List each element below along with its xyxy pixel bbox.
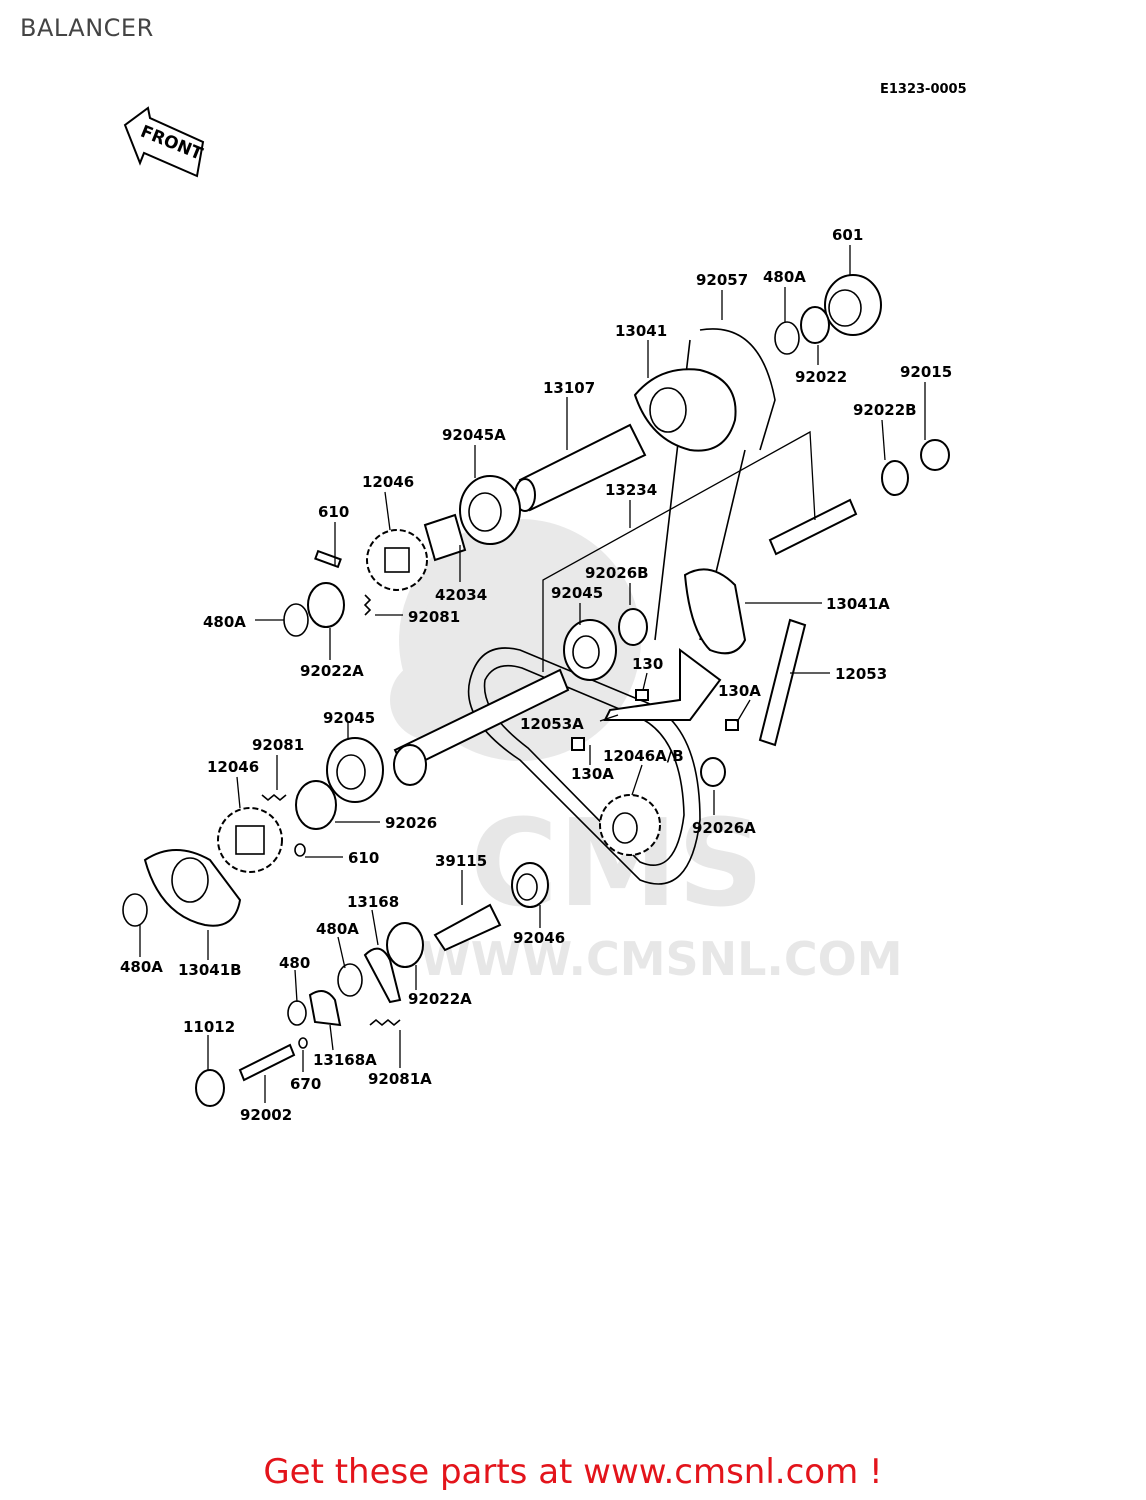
callout-92026b: 92026B [585,564,649,582]
callout-92057: 92057 [696,271,748,289]
washer-92026b [618,608,648,646]
front-arrow-icon: FRONT [123,106,206,178]
callout-480a-top: 480A [763,268,806,286]
washer-92022 [800,306,830,344]
callout-13041: 13041 [615,322,667,340]
circlip-480a-top [774,321,800,355]
footer-parts-link[interactable]: Get these parts at www.cmsnl.com ! [263,1452,883,1492]
callout-13168: 13168 [347,893,399,911]
callout-92045-mid: 92045 [551,584,603,602]
diagram-code: E1323-0005 [880,82,967,97]
coupling-42034 [423,513,467,562]
callout-39115: 39115 [435,852,487,870]
bolt-130a-low [571,737,585,751]
lever-shaft-39115 [433,903,502,952]
callout-92022a-top: 92022A [300,662,364,680]
callout-12053: 12053 [835,665,887,683]
callout-670: 670 [290,1075,321,1093]
chain-guide-12053 [758,618,807,747]
callout-92026: 92026 [385,814,437,832]
callout-13234: 13234 [605,481,657,499]
bearing-92045-low [326,737,384,803]
balancer-weight-13041b [143,849,242,927]
callout-13041b: 13041B [178,961,242,979]
callout-92026a: 92026A [692,819,756,837]
callout-130a-low: 130A [571,765,614,783]
callout-92015: 92015 [900,363,952,381]
callout-12046ab: 12046A/B [603,747,684,765]
callout-13168a: 13168A [313,1051,377,1069]
washer-92026a [700,757,726,787]
callout-130: 130 [632,655,663,673]
shaft-13234 [768,498,858,556]
callout-480: 480 [279,954,310,972]
sprocket-12046-top [366,529,428,591]
callout-13107: 13107 [543,379,595,397]
circlip-480a-left [283,603,309,637]
bearing-601 [824,274,882,336]
lever-13168a [308,990,342,1027]
spring-92081-mid [261,793,287,802]
callout-42034: 42034 [435,586,487,604]
circlip-480a-far [122,893,148,927]
spring-92081-top [363,594,372,616]
washer-92022a-low [386,922,424,968]
circlip-480a-low [337,963,363,997]
washer-92022a-top [307,582,345,628]
callout-480a-left: 480A [203,613,246,631]
callout-92045-low: 92045 [323,709,375,727]
balancer-weight-13041 [633,368,737,452]
bolt-130 [635,689,649,701]
callout-610-top: 610 [318,503,349,521]
bearing-92045a [459,475,521,545]
bolt-130a-right [725,719,739,731]
pin-610-low [294,843,306,857]
callout-92022: 92022 [795,368,847,386]
stud-92002 [238,1043,296,1082]
callout-601: 601 [832,226,863,244]
callout-92002: 92002 [240,1106,292,1124]
bearing-92045-mid [563,619,617,681]
callout-11012: 11012 [183,1018,235,1036]
balancer-weight-13041a [683,568,747,655]
spring-92081a [369,1018,401,1027]
leader-lines [139,245,926,1103]
callout-92045a: 92045A [442,426,506,444]
callout-92022a-low: 92022A [408,990,472,1008]
callout-92046: 92046 [513,929,565,947]
callout-labels: 601 92057 480A 92022 92015 13041 92022B … [120,226,952,1124]
balancer-main-shaft [393,668,570,786]
needle-bearing-92046 [511,862,549,908]
nut-92015 [920,439,950,471]
ring-670 [298,1037,308,1049]
watermark-url: WWW.CMSNL.COM [420,932,903,986]
cap-11012 [195,1069,225,1107]
washer-92026 [295,780,337,830]
callout-13041a: 13041A [826,595,890,613]
callout-12053a: 12053A [520,715,584,733]
callout-130a-right: 130A [718,682,761,700]
pin-610-top [314,549,342,569]
callout-92081a: 92081A [368,1070,432,1088]
sprocket-12046ab [599,794,661,856]
callout-12046-top: 12046 [362,473,414,491]
callout-92081-mid: 92081 [252,736,304,754]
callout-92081-top: 92081 [408,608,460,626]
drive-belt [467,647,701,885]
lever-13168 [363,947,402,1004]
circlip-480 [287,1000,307,1026]
callout-610-low: 610 [348,849,379,867]
callout-12046-low: 12046 [207,758,259,776]
sprocket-12046-low [217,807,283,873]
callout-92022b: 92022B [853,401,917,419]
callout-480a-far: 480A [120,958,163,976]
callout-480a-low: 480A [316,920,359,938]
washer-92022b [881,460,909,496]
page-title: BALANCER [20,14,154,42]
